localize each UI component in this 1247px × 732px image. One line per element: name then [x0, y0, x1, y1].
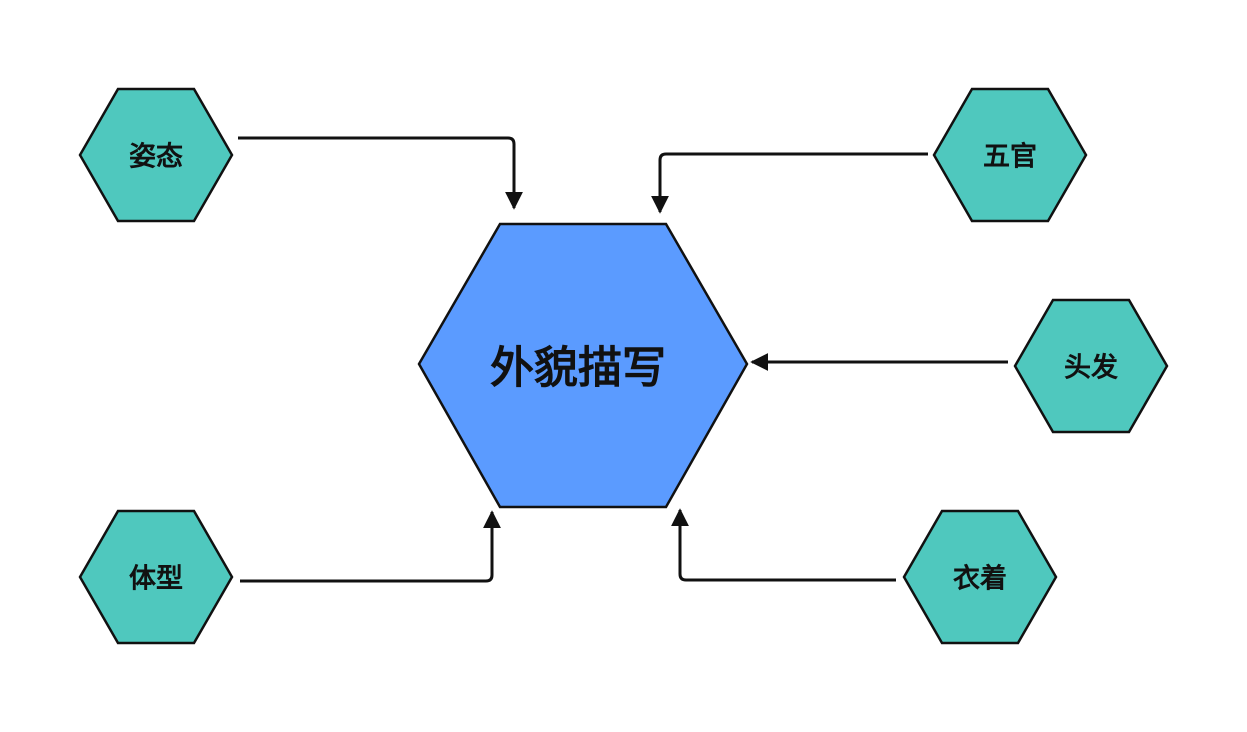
center-hexagon	[417, 222, 749, 509]
clothing-label: 衣着	[953, 563, 1007, 595]
features-label: 五官	[983, 141, 1037, 173]
center-label: 外貌描写	[490, 343, 666, 394]
hair-hexagon	[1013, 298, 1169, 434]
hair-label: 头发	[1064, 352, 1118, 384]
clothing-hexagon	[902, 509, 1058, 645]
posture-label: 姿态	[129, 142, 183, 173]
node-posture: 姿态	[78, 87, 234, 223]
build-label: 体型	[129, 564, 183, 595]
node-features: 五官	[932, 87, 1088, 223]
node-hair: 头发	[1013, 298, 1169, 434]
arrow-posture	[238, 136, 523, 210]
features-hexagon	[932, 87, 1088, 223]
build-hexagon	[78, 509, 234, 645]
arrow-clothing	[671, 508, 896, 582]
posture-hexagon	[78, 87, 234, 223]
arrow-build	[240, 510, 501, 583]
arrow-features	[651, 152, 928, 214]
node-build: 体型	[78, 509, 234, 645]
node-clothing: 衣着	[902, 509, 1058, 645]
center-node: 外貌描写	[417, 222, 749, 509]
